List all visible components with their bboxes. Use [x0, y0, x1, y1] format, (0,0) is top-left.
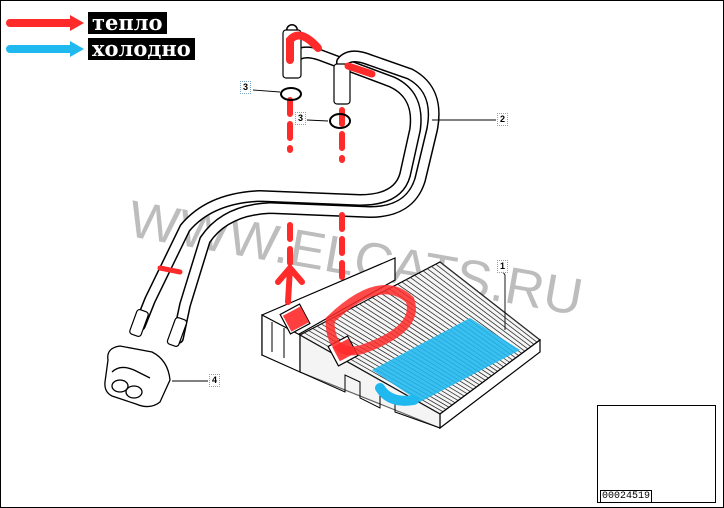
heater-core-fin — [422, 270, 529, 350]
diagram-number: 00024519 — [600, 490, 653, 503]
o-ring-right — [329, 113, 351, 129]
heater-core-fin — [427, 268, 532, 348]
vehicle-location-inset — [597, 405, 716, 503]
callout-4: 4 — [209, 374, 221, 387]
heater-core — [261, 257, 541, 430]
heater-core-fin — [418, 272, 526, 352]
heater-core-fin — [439, 261, 541, 341]
callout-1: 1 — [497, 260, 509, 273]
leader-lines — [172, 89, 506, 382]
heater-core-fin — [431, 266, 535, 345]
cold-legend-label: холодно — [88, 38, 195, 60]
grommet — [104, 345, 171, 408]
o-ring-left — [280, 87, 302, 101]
warm-legend-arrow — [6, 15, 84, 31]
heater-core-fin — [435, 263, 538, 343]
cold-legend-arrow — [6, 41, 84, 57]
callout-2: 2 — [497, 113, 509, 126]
callout-3-left: 3 — [240, 81, 252, 94]
callout-3-right: 3 — [295, 112, 307, 125]
warm-legend-label: тепло — [88, 12, 167, 34]
